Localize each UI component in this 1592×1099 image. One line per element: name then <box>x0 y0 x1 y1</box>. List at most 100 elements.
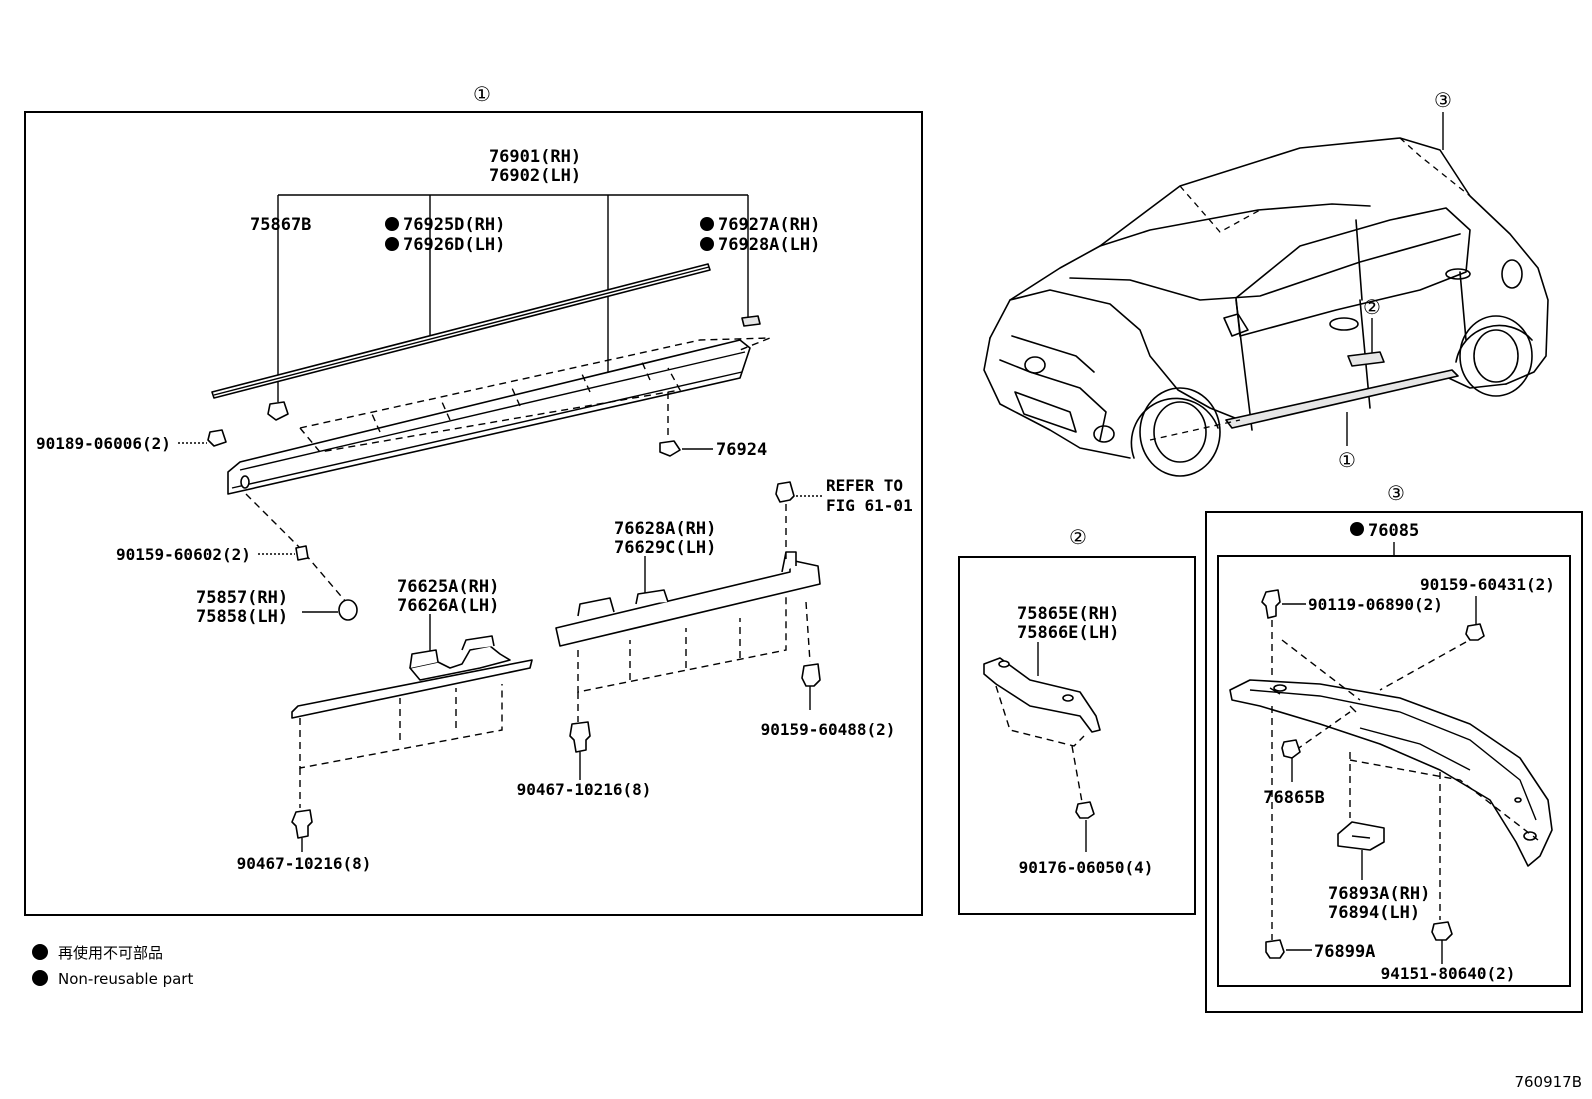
clip-90467-b <box>569 721 591 753</box>
label-76628a: 76628A(RH) <box>614 519 716 539</box>
screw-90189 <box>207 429 227 447</box>
car-door-handle <box>1329 317 1359 331</box>
non-reusable-dot <box>385 237 399 251</box>
car-hidden-line <box>1179 185 1261 233</box>
label-90189: 90189-06006(2) <box>36 434 171 453</box>
retainer-front-ribs <box>399 688 457 740</box>
legend-dot-en <box>32 970 48 986</box>
label-76928a: 76928A(LH) <box>718 235 820 255</box>
cap-76899a <box>1265 939 1285 959</box>
label-90159-60431: 90159-60431(2) <box>1420 575 1555 594</box>
car-hidden-line <box>1399 137 1471 197</box>
car-rear-wheel <box>1459 315 1533 397</box>
label-90467-a: 90467-10216(8) <box>237 854 372 873</box>
non-reusable-dot <box>385 217 399 231</box>
clip-90159-60431 <box>1465 623 1485 641</box>
car-mirror <box>1223 313 1249 337</box>
clip-90159-60488 <box>801 663 821 687</box>
screw-90159-60602 <box>295 545 309 561</box>
panel-1-frame <box>24 111 923 916</box>
non-reusable-dot <box>700 217 714 231</box>
car-rocker-moulding <box>1225 369 1459 429</box>
rear-spoiler <box>1229 679 1553 867</box>
label-90176: 90176-06050(4) <box>1019 858 1154 877</box>
spoiler-mount-lines <box>1281 639 1467 701</box>
legend-jp: 再使用不可部品 <box>58 944 163 962</box>
clip-90176 <box>1075 801 1095 819</box>
label-75865e: 75865E(RH) <box>1017 604 1119 624</box>
legend-dot-jp <box>32 944 48 960</box>
non-reusable-dot <box>1350 522 1364 536</box>
car-belt-line <box>1009 289 1507 421</box>
spoiler-hole <box>1273 684 1287 692</box>
label-76901: 76901(RH) <box>489 147 581 167</box>
car-hidden-line <box>1149 419 1241 441</box>
retainer-rear-clip <box>577 597 615 617</box>
callout-2-panel: ② <box>1069 525 1087 549</box>
label-76893a: 76893A(RH) <box>1328 884 1430 904</box>
spoiler-hole <box>1514 797 1522 803</box>
panel-3-rear-spoiler: ③ 76085 90159-60431(2) 90119-06890(2) 76… <box>1205 481 1583 1013</box>
car-rear-wheel-hub <box>1473 329 1519 383</box>
spoiler-detail <box>1269 687 1357 713</box>
bracket-hole <box>1062 694 1074 702</box>
callout-3-panel: ③ <box>1387 481 1405 505</box>
label-94151: 94151-80640(2) <box>1381 964 1516 983</box>
callout-2-car: ② <box>1363 295 1381 319</box>
car-hood-line <box>1069 233 1461 301</box>
retainer-front-clip <box>409 649 439 669</box>
clip-90467-a <box>291 809 313 839</box>
retainer-rear-ribs <box>629 618 741 680</box>
car-front-wheel-arch <box>1130 397 1219 459</box>
label-76865b: 76865B <box>1263 788 1324 808</box>
bracket-hole <box>998 660 1010 668</box>
label-76894: 76894(LH) <box>1328 903 1420 923</box>
clip-refer <box>775 481 795 503</box>
tape-piece <box>741 315 761 327</box>
car-lower-grille <box>1014 391 1077 433</box>
hinge-76893a <box>1337 821 1385 851</box>
non-reusable-dot <box>700 237 714 251</box>
retainer-front-outline <box>299 684 503 769</box>
nut-76924 <box>659 440 681 457</box>
label-refer-2: FIG 61-01 <box>826 496 913 515</box>
panel-2-frame <box>958 556 1196 915</box>
panel-2-bracket: ② 75865E(RH) 75866E(LH) 90176-06050(4) <box>958 525 1196 915</box>
vehicle-illustration: ③ ② ① <box>983 88 1549 477</box>
plug-75857 <box>338 599 358 621</box>
label-76899a: 76899A <box>1314 942 1375 962</box>
label-76925d: 76925D(RH) <box>403 215 505 235</box>
car-windshield-top <box>1099 203 1371 247</box>
label-90159-60488: 90159-60488(2) <box>761 720 896 739</box>
nut-76865b <box>1281 739 1301 759</box>
rocker-moulding-line <box>239 351 746 471</box>
car-front-door-line <box>1235 299 1253 431</box>
label-76629c: 76629C(LH) <box>614 538 716 558</box>
leader-90176-dash <box>1071 745 1083 803</box>
car-foglamp <box>1093 425 1115 443</box>
clip-75867b <box>267 401 289 421</box>
rocker-bracket <box>983 657 1101 733</box>
label-75866e: 75866E(LH) <box>1017 623 1119 643</box>
panel-3-frame <box>1205 511 1583 1013</box>
car-headlamp <box>1011 335 1095 373</box>
callout-3-car: ③ <box>1434 88 1452 112</box>
label-76924: 76924 <box>716 440 767 460</box>
car-front-wheel <box>1139 387 1221 477</box>
label-75857: 75857(RH) <box>196 588 288 608</box>
car-rear-door-edge <box>1459 271 1467 341</box>
retainer-front <box>291 659 533 719</box>
legend: 再使用不可部品 Non-reusable part <box>32 944 193 988</box>
car-tail-lamp <box>1501 259 1523 289</box>
car-bumper <box>999 359 1107 441</box>
label-90119: 90119-06890(2) <box>1308 595 1443 614</box>
legend-en: Non-reusable part <box>58 970 193 988</box>
car-rocker-bracket <box>1347 351 1385 367</box>
label-76902: 76902(LH) <box>489 166 581 186</box>
retainer-rear <box>555 559 821 647</box>
label-refer-1: REFER TO <box>826 476 903 495</box>
label-90467-b: 90467-10216(8) <box>517 780 652 799</box>
callout-1-top: ① <box>473 82 491 106</box>
label-76625a: 76625A(RH) <box>397 577 499 597</box>
